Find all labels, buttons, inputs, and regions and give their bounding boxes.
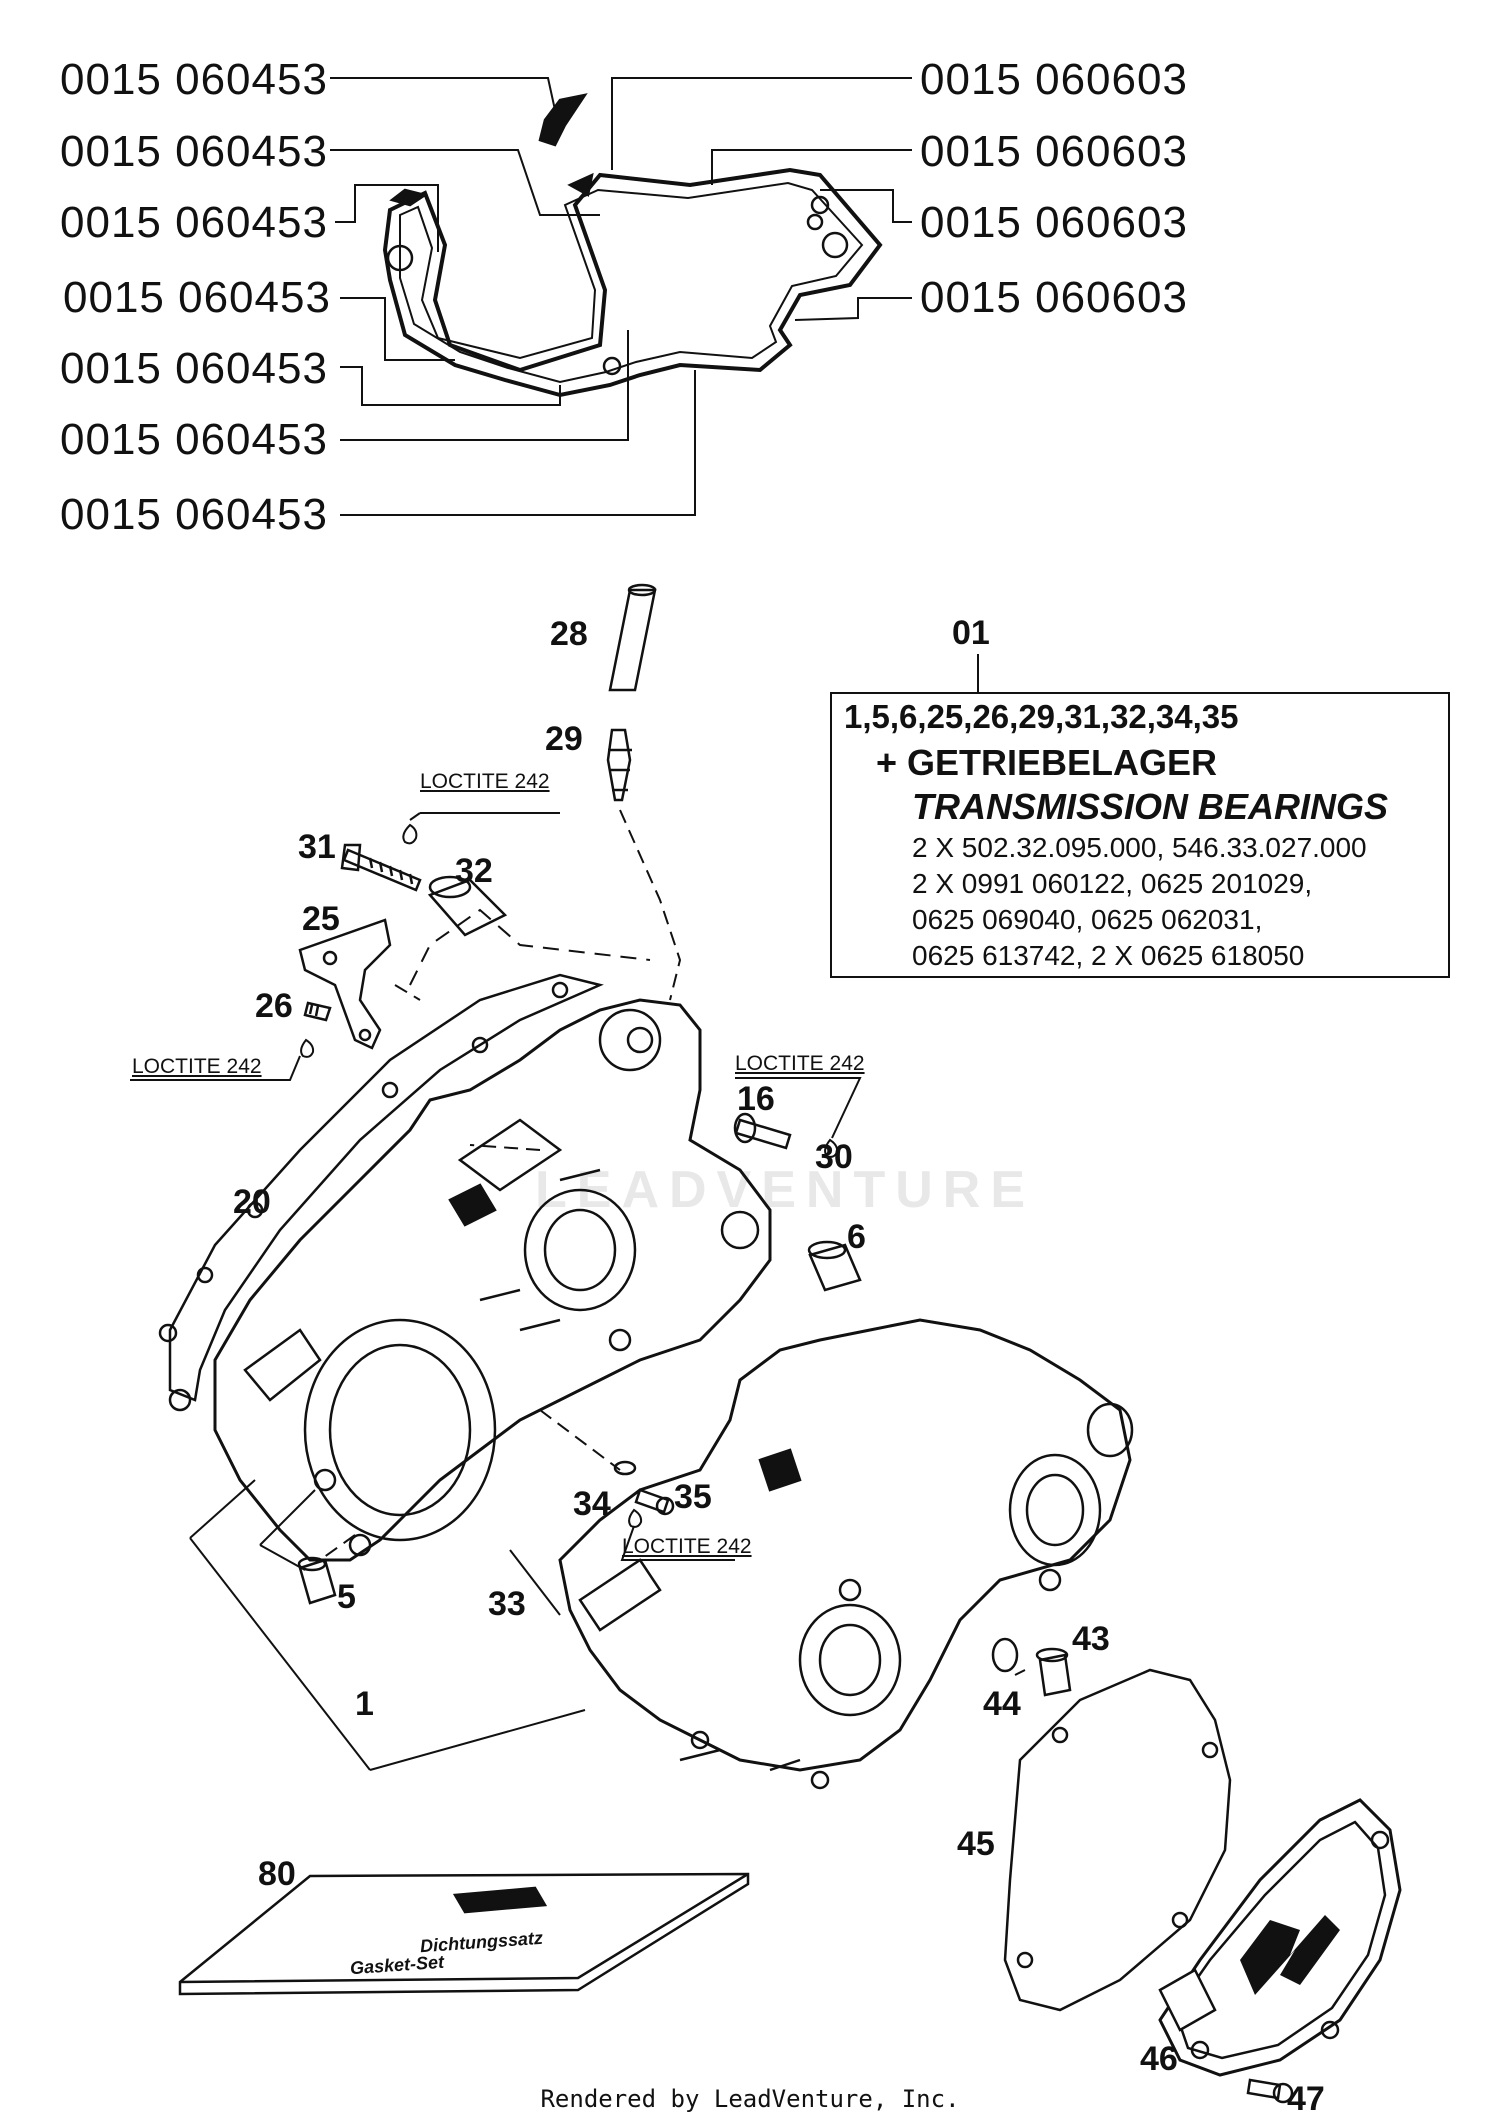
callout-29: 29 <box>545 720 583 758</box>
crankcase-right-half <box>558 1318 1134 1790</box>
callout-46: 46 <box>1140 2040 1178 2078</box>
bracket-25 <box>298 918 392 1050</box>
sleeve-32 <box>427 875 508 937</box>
gasket-ref-left-7: 0015 060453 <box>60 490 328 539</box>
kit-list-4: 0625 613742, 2 X 0625 618050 <box>912 940 1305 971</box>
bush-6 <box>807 1240 862 1292</box>
callout-6: 6 <box>847 1218 866 1256</box>
gasket-ref-left-5: 0015 060453 <box>60 344 328 393</box>
drain-plug-43 <box>1035 1647 1072 1697</box>
gasket-ref-left-6: 0015 060453 <box>60 415 328 464</box>
footer-credit: Rendered by LeadVenture, Inc. <box>540 2085 960 2113</box>
callout-45: 45 <box>957 1825 995 1863</box>
gasket-ref-left-3: 0015 060453 <box>60 198 328 247</box>
screw-35 <box>634 1488 675 1516</box>
screw-16 <box>733 1112 792 1150</box>
washer-44 <box>991 1637 1019 1673</box>
screw-26 <box>303 1001 332 1022</box>
kit-list-1: 2 X 502.32.095.000, 546.33.027.000 <box>912 832 1367 863</box>
callout-34: 34 <box>573 1485 611 1523</box>
bolt-47 <box>1246 2078 1294 2104</box>
gasket-ref-right-3: 0015 060603 <box>920 198 1188 247</box>
callout-01: 01 <box>952 614 990 652</box>
kit-list-3: 0625 069040, 0625 062031, <box>912 904 1263 935</box>
kit-plus-label: + GETRIEBELAGER <box>876 742 1218 783</box>
gasket-ref-left-1: 0015 060453 <box>60 55 328 104</box>
kit-list-2: 2 X 0991 060122, 0625 201029, <box>912 868 1313 899</box>
callout-20: 20 <box>233 1183 271 1221</box>
gasket-set-card <box>178 1872 750 1996</box>
loctite-label-4: LOCTITE 242 <box>622 1535 752 1558</box>
dowel-pin-5 <box>297 1556 337 1605</box>
callout-28: 28 <box>550 615 588 653</box>
callout-leaders <box>189 984 1026 1771</box>
kit-info-box: 1,5,6,25,26,29,31,32,34,35 + GETRIEBELAG… <box>830 692 1450 978</box>
gasket-ref-right-2: 0015 060603 <box>920 127 1188 176</box>
gasket-ref-left-4: 0015 060453 <box>63 273 331 322</box>
ktm-cover-logo <box>1240 1915 1340 1995</box>
callout-33: 33 <box>488 1585 526 1623</box>
callout-1: 1 <box>355 1685 374 1723</box>
bolt-31 <box>340 843 422 892</box>
callout-25: 25 <box>302 900 340 938</box>
vent-hose <box>608 583 657 692</box>
callout-16: 16 <box>737 1080 775 1118</box>
crankcase-gasket-top <box>382 93 883 398</box>
gasket-ref-leaders <box>330 77 912 516</box>
ring-34 <box>613 1460 637 1476</box>
crankcase-gasket-20 <box>158 973 604 1412</box>
callout-47: 47 <box>1287 2080 1325 2118</box>
kit-name: TRANSMISSION BEARINGS <box>912 786 1389 827</box>
gasket-ref-right-4: 0015 060603 <box>920 273 1188 322</box>
callout-30: 30 <box>815 1138 853 1176</box>
loctite-label-2: LOCTITE 242 <box>132 1055 262 1078</box>
hose-fitting <box>606 728 632 802</box>
callout-26: 26 <box>255 987 293 1025</box>
callout-35: 35 <box>674 1478 712 1516</box>
kit-parts: 1,5,6,25,26,29,31,32,34,35 <box>844 698 1239 735</box>
callout-44: 44 <box>983 1685 1021 1723</box>
crankcase-left-half <box>213 998 772 1562</box>
loctite-label-1: LOCTITE 242 <box>420 770 550 793</box>
callout-5: 5 <box>337 1578 356 1616</box>
gasket-ref-right-1: 0015 060603 <box>920 55 1188 104</box>
loctite-label-3: LOCTITE 242 <box>735 1052 865 1075</box>
callout-43: 43 <box>1072 1620 1110 1658</box>
clutch-cover-gasket-45 <box>1003 1668 1232 2012</box>
loctite-drops <box>130 812 862 1561</box>
callout-80: 80 <box>258 1855 296 1893</box>
clutch-cover-46 <box>1158 1798 1402 2077</box>
callout-31: 31 <box>298 828 336 866</box>
gasket-ref-left-2: 0015 060453 <box>60 127 328 176</box>
watermark: LEADVENTURE <box>535 1161 1036 1219</box>
callout-32: 32 <box>455 852 493 890</box>
